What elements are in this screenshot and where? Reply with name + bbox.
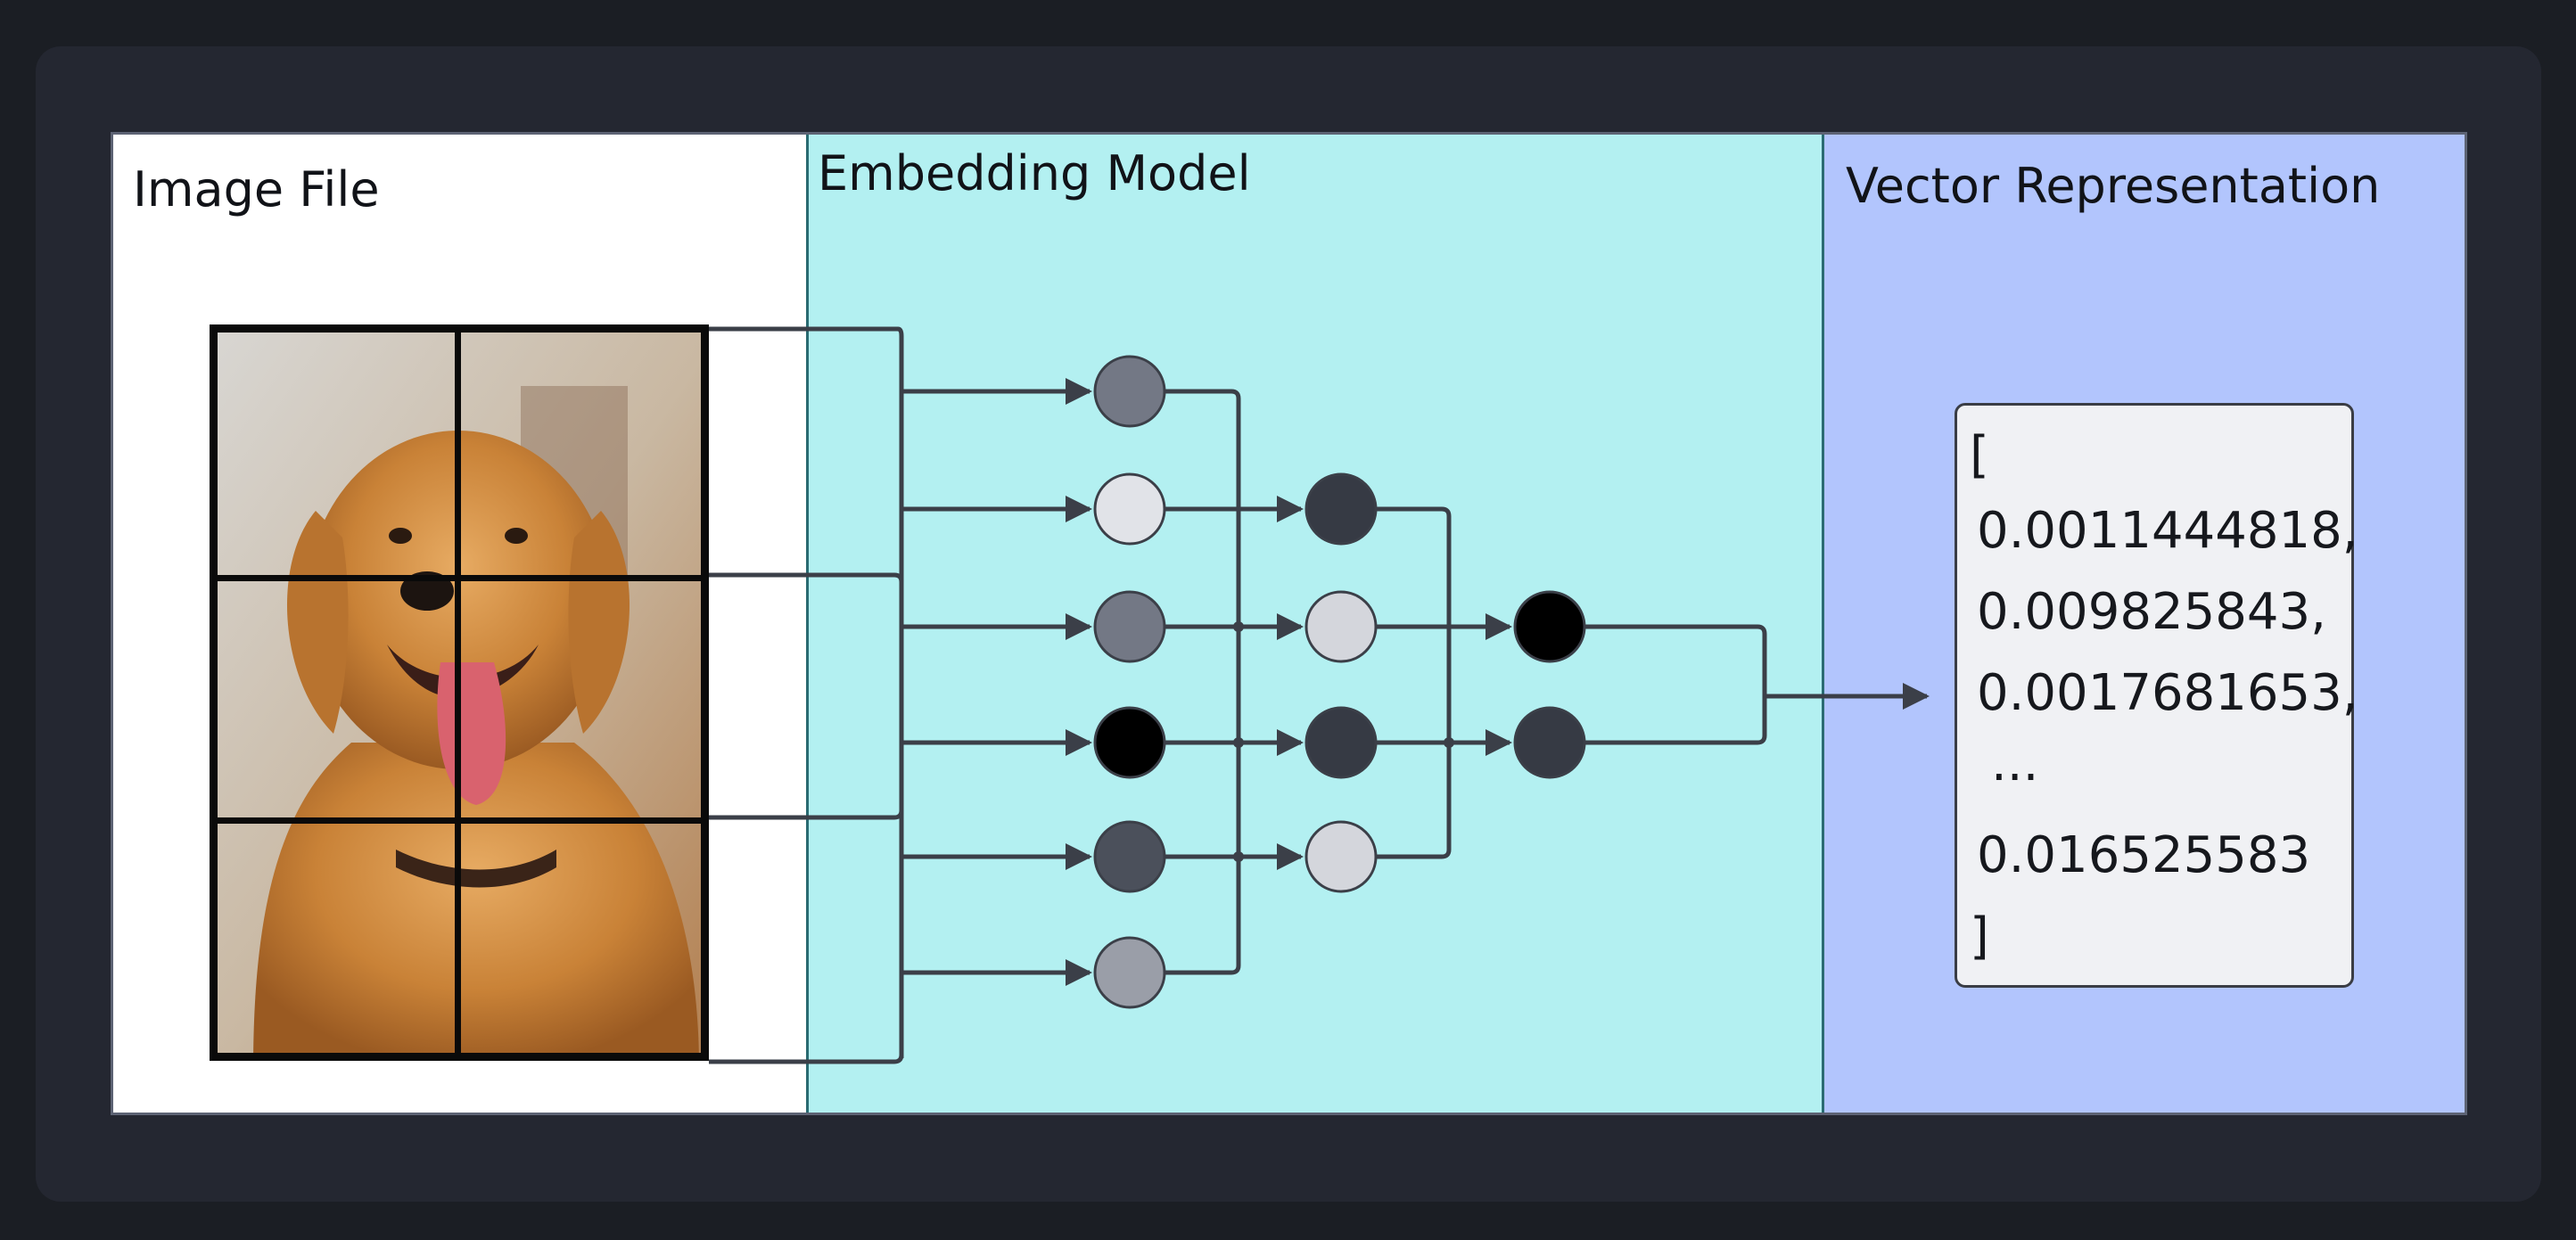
vector-value-3: 0.0017681653, [1977, 664, 2358, 722]
network-wiring [709, 326, 1930, 1064]
node-l1-2 [1093, 472, 1166, 546]
node-l2-3 [1304, 706, 1378, 779]
patch-wire-3 [709, 809, 904, 820]
image-file-title: Image File [133, 161, 380, 218]
node-l1-6 [1093, 936, 1166, 1009]
junction-dots [1233, 621, 1454, 862]
bus-l2 [1376, 506, 1452, 859]
node-l2-2 [1304, 590, 1378, 663]
vector-representation-title: Vector Representation [1846, 158, 2381, 214]
vector-open-bracket: [ [1970, 426, 1989, 484]
node-l1-3 [1093, 590, 1166, 663]
image-file-section: Image File [113, 135, 806, 1113]
node-l1-1 [1093, 355, 1166, 428]
patch-wire-4 [709, 1054, 904, 1064]
grid-line-horizontal-1 [218, 575, 701, 581]
bus-l1-taps [1165, 506, 1239, 859]
embedding-model-title: Embedding Model [818, 145, 1251, 201]
node-l1-5 [1093, 820, 1166, 893]
patch-wire-2 [709, 572, 904, 583]
vector-ellipsis: ... [1991, 735, 2039, 792]
node-l2-4 [1304, 820, 1378, 893]
golden-retriever-photo [210, 324, 709, 1061]
grid-line-horizontal-2 [218, 817, 701, 824]
trunk-wire [709, 326, 904, 1058]
bus-l1 [1165, 389, 1241, 975]
bus-l3 [1584, 624, 1767, 745]
vector-representation-section: Vector Representation [ 0.0011444818, 0.… [1824, 135, 2465, 1113]
node-l3-1 [1513, 590, 1586, 663]
vector-output-box: [ 0.0011444818, 0.009825843, 0.001768165… [1955, 403, 2358, 988]
node-l3-2 [1513, 706, 1586, 779]
grid-line-vertical [455, 333, 461, 1053]
vector-value-1: 0.0011444818, [1977, 502, 2358, 560]
vector-close-bracket: ] [1970, 907, 1989, 965]
vector-value-last: 0.016525583 [1977, 826, 2311, 884]
vector-value-2: 0.009825843, [1977, 583, 2326, 641]
node-l1-4 [1093, 706, 1166, 779]
bus-l2-taps [1376, 624, 1449, 745]
node-l2-1 [1304, 472, 1378, 546]
network-nodes [1093, 355, 1586, 1009]
diagram-canvas: Image File [111, 132, 2467, 1115]
